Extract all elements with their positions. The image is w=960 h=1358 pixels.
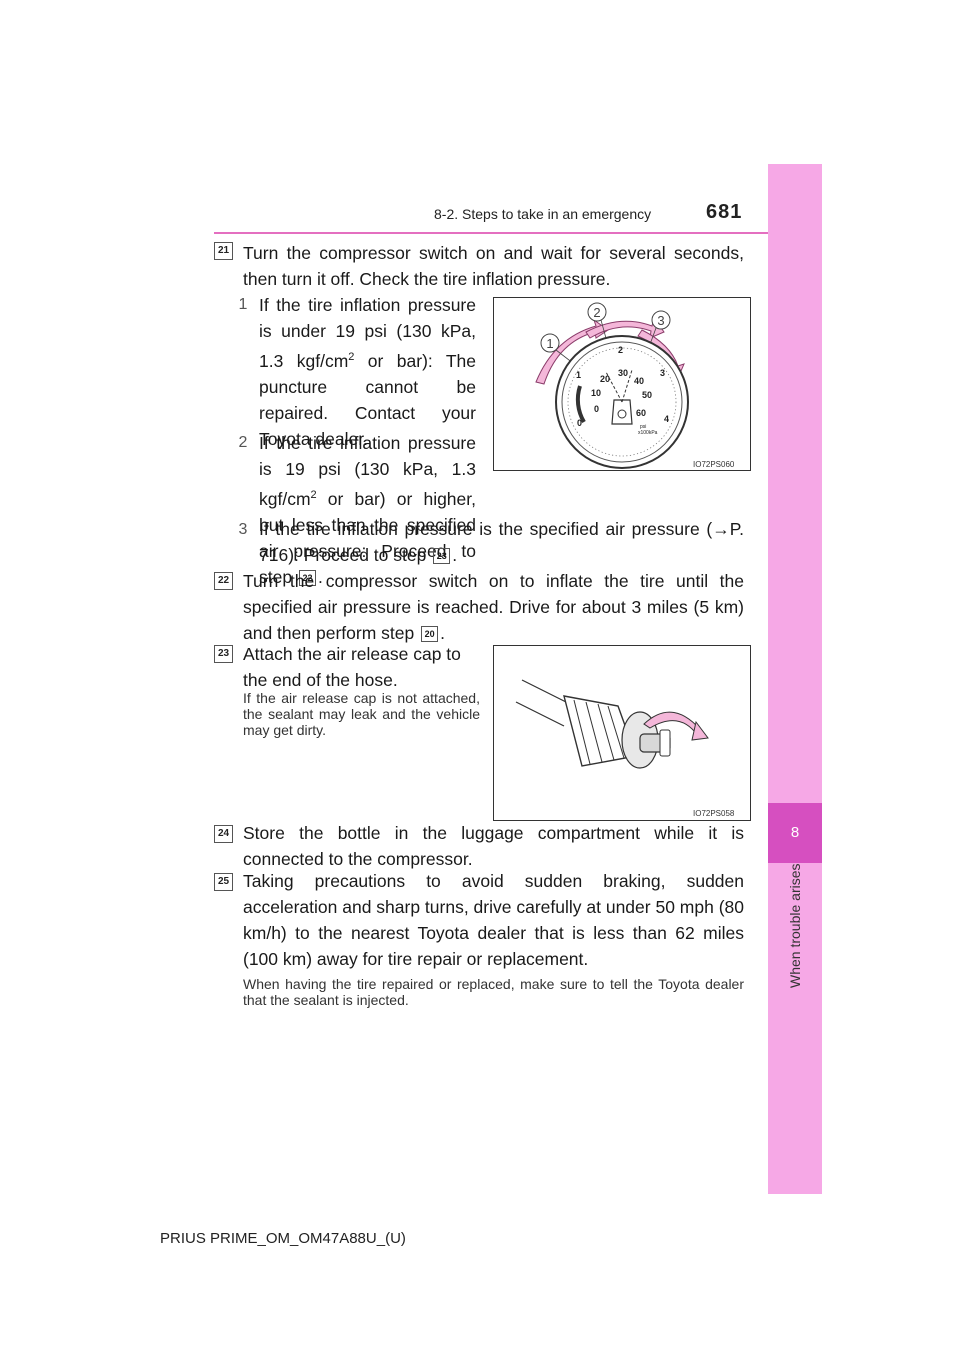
- gauge-outer-3: 3: [660, 368, 665, 378]
- gauge-inner-30: 30: [618, 368, 628, 378]
- step-number-21: 21: [214, 242, 233, 260]
- step-number-22: 22: [214, 572, 233, 590]
- substep-3-text: If the tire inflation pressure is the sp…: [259, 519, 744, 565]
- step-25-note: When having the tire repaired or replace…: [243, 976, 744, 1008]
- gauge-outer-4: 4: [664, 414, 669, 424]
- figure-code-gauge: IO72PS060: [693, 460, 735, 469]
- step-ref-22: 22: [298, 569, 316, 586]
- gauge-inner-40: 40: [634, 376, 644, 386]
- substep-2-text: If the tire inflation pressure is 19 psi…: [259, 433, 476, 587]
- step-23-text: Attach the air release cap to the end of…: [243, 644, 461, 690]
- gauge-outer-1: 1: [576, 370, 581, 380]
- chapter-number: 8: [768, 803, 822, 863]
- gauge-inner-60: 60: [636, 408, 646, 418]
- step-number-24: 24: [214, 825, 233, 843]
- air-release-cap-figure: IO72PS058: [493, 645, 751, 821]
- gauge-inner-10: 10: [591, 388, 601, 398]
- gauge-outer-0: 0: [577, 418, 582, 428]
- document-id: PRIUS PRIME_OM_OM47A88U_(U): [160, 1230, 406, 1247]
- callout-2: 2: [593, 305, 600, 320]
- pressure-gauge-figure: 1 2 3 0 1 2 3 4 0 10 20 30 40 50 60 psi …: [493, 297, 751, 471]
- header-rule: [214, 232, 822, 234]
- step-ref-23: 23: [433, 548, 451, 564]
- page-number: 681: [706, 201, 743, 223]
- step-number-25: 25: [214, 873, 233, 891]
- air-release-cap-illustration: [515, 679, 709, 769]
- section-title: 8-2. Steps to take in an emergency: [434, 206, 652, 222]
- step-25-text: Taking precautions to avoid sudden braki…: [243, 871, 744, 969]
- step-22-text: Turn the compressor switch on to inflate…: [243, 571, 744, 643]
- figure-code-cap: IO72PS058: [693, 809, 735, 818]
- gauge-inner-20: 20: [600, 374, 610, 384]
- step-23-note: If the air release cap is not attached, …: [243, 690, 480, 738]
- substep-number-3: 3: [238, 521, 248, 538]
- callout-3: 3: [657, 313, 664, 328]
- chapter-side-tab: [768, 164, 822, 1194]
- gauge-inner-0: 0: [594, 404, 599, 414]
- substep-number-1: 1: [238, 296, 248, 313]
- substep-1-text: If the tire inflation pressure is under …: [259, 295, 477, 449]
- gauge-inner-50: 50: [642, 390, 652, 400]
- chapter-label: When trouble arises: [787, 863, 803, 988]
- gauge-unit-kpa: x100kPa: [638, 430, 658, 436]
- substep-number-2: 2: [238, 434, 248, 451]
- pressure-gauge-illustration: 1 2 3 0 1 2 3 4 0 10 20 30 40 50 60 psi …: [535, 302, 689, 469]
- callout-1: 1: [546, 336, 553, 351]
- step-number-23: 23: [214, 645, 233, 663]
- step-ref-20: 20: [421, 626, 439, 642]
- gauge-unit-psi: psi: [640, 424, 646, 430]
- step-21-text: Turn the compressor switch on and wait f…: [243, 243, 744, 289]
- gauge-outer-2: 2: [618, 345, 623, 355]
- step-24-text: Store the bottle in the luggage compartm…: [243, 823, 744, 869]
